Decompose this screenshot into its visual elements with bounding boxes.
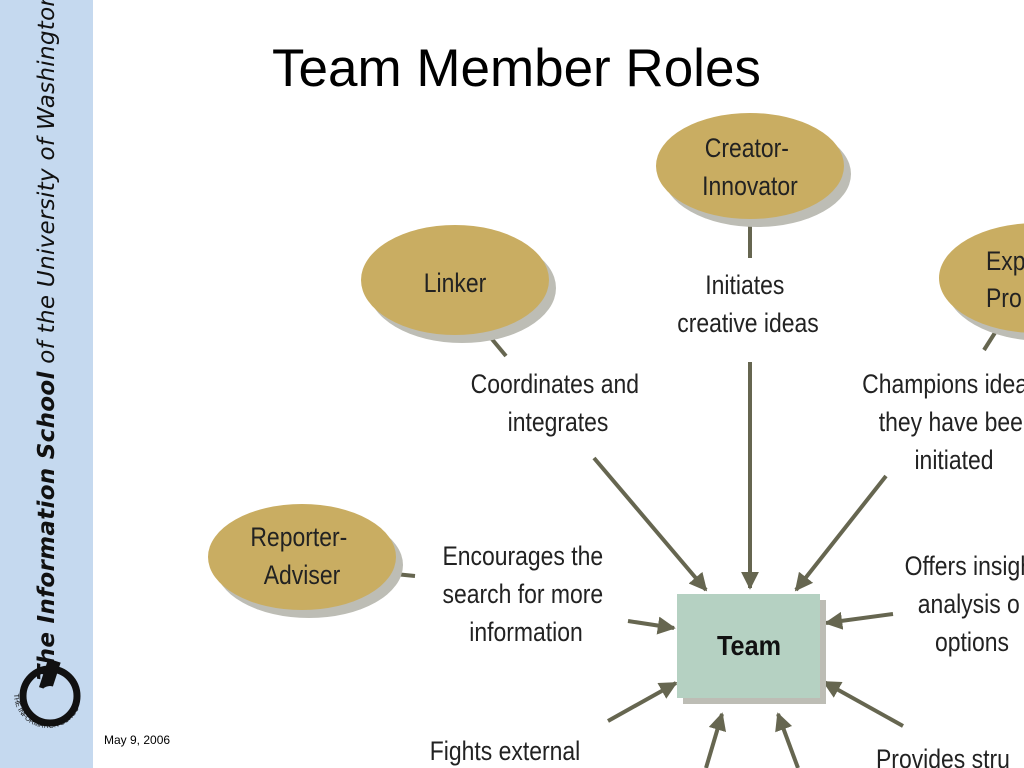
arrow-from-provides — [822, 680, 904, 728]
role-linker: Linker — [361, 225, 556, 343]
desc-line: Provides stru — [876, 744, 1010, 768]
svg-text:Linker: Linker — [424, 268, 486, 298]
desc-line: integrates — [508, 407, 609, 437]
desc-line: search for more — [442, 579, 603, 609]
desc-line: Champions ideas — [862, 369, 1024, 399]
arrow-from-linker — [592, 456, 708, 592]
desc-linker: Coordinates and integrates — [471, 369, 646, 437]
desc-creator: Initiates creative ideas — [677, 270, 819, 338]
svg-text:Exp Pro: Exp Pro — [986, 246, 1024, 313]
arrow-bottom-1 — [704, 712, 727, 768]
desc-line: options — [935, 627, 1009, 657]
role-name-line: Innovator — [702, 171, 798, 201]
team-label: Team — [717, 630, 781, 662]
svg-text:Creator- Innovator: Creator- Innovator — [702, 133, 798, 201]
arrow-from-champion — [794, 474, 888, 592]
desc-line: creative ideas — [677, 308, 819, 338]
desc-offers: Offers insigh analysis o options — [905, 551, 1024, 657]
desc-line: analysis o — [918, 589, 1020, 619]
desc-champion: Champions ideas they have bee initiated — [862, 369, 1024, 475]
footer-date: May 9, 2006 — [104, 733, 171, 747]
desc-line: Offers insigh — [905, 551, 1024, 581]
desc-line: initiated — [914, 445, 993, 475]
desc-line: information — [469, 617, 582, 647]
desc-line: Initiates — [705, 270, 784, 300]
desc-line: Coordinates and — [471, 369, 639, 399]
role-name-line: Linker — [424, 268, 486, 298]
role-reporter-adviser: Reporter- Adviser — [208, 504, 403, 618]
desc-reporter: Encourages the search for more informati… — [442, 541, 609, 647]
role-name-line: Creator- — [705, 133, 789, 163]
role-expert: Exp Pro — [939, 223, 1024, 340]
role-name-line: Exp — [986, 246, 1024, 276]
desc-line: Encourages the — [442, 541, 603, 571]
sidebar: The Information School of the University… — [0, 0, 93, 768]
desc-fights: Fights external — [430, 736, 580, 766]
role-name-line: Reporter- — [250, 522, 347, 552]
ischool-logo: THE INFORMATION SCHOOL — [6, 650, 81, 730]
slide-title: Team Member Roles — [272, 39, 761, 98]
role-creator-innovator: Creator- Innovator — [656, 113, 851, 227]
desc-line: Fights external — [430, 736, 580, 766]
svg-text:Reporter- Adviser: Reporter- Adviser — [250, 522, 353, 590]
desc-provides: Provides stru — [876, 744, 1010, 768]
arrow-from-offers — [824, 611, 894, 630]
arrow-from-fights — [607, 681, 678, 723]
desc-line: they have bee — [879, 407, 1023, 437]
role-name-line: Pro — [986, 283, 1022, 313]
team-box: Team — [677, 594, 826, 704]
role-name-line: Adviser — [264, 560, 341, 590]
arrow-bottom-2 — [775, 712, 800, 768]
arrow-from-encourages — [627, 616, 676, 635]
